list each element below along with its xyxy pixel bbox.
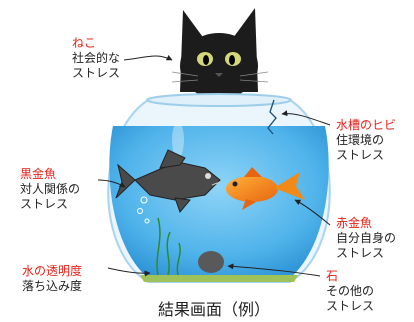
black-fish-label-line1: 対人関係の	[20, 182, 81, 196]
stone-label-line1: その他の	[326, 284, 375, 298]
red-fish-label-title: 赤金魚	[336, 216, 373, 230]
arrows	[97, 54, 331, 277]
cat-label-line1: 社会的な	[72, 51, 121, 65]
black-fish-label-line2: ストレス	[20, 197, 69, 211]
stone-label-title: 石	[326, 269, 339, 283]
crack-mark	[267, 99, 277, 135]
red-fish-label-line1: 自分自身の	[336, 231, 397, 245]
crack-label: 水槽のヒビ 住環境の ストレス	[336, 118, 396, 163]
crack-label-title: 水槽のヒビ	[336, 118, 397, 132]
sand	[140, 275, 298, 282]
red-fish-label: 赤金魚 自分自身の ストレス	[336, 216, 396, 261]
bubbles	[137, 196, 150, 224]
water-plants	[156, 217, 181, 276]
crack-label-line1: 住環境の	[336, 133, 385, 147]
cat-label: ねこ 社会的な ストレス	[72, 36, 120, 81]
red-fish-label-line2: ストレス	[336, 246, 385, 260]
stone-label: 石 その他の ストレス	[326, 269, 374, 314]
stone	[198, 251, 224, 273]
result-caption: 結果画面（例）	[158, 300, 271, 319]
black-fish-label-title: 黒金魚	[20, 167, 57, 181]
cat-label-title: ねこ	[72, 36, 97, 50]
bowl-rim	[146, 93, 292, 107]
black-fish	[115, 149, 221, 213]
water-label-line1: 落ち込み度	[22, 279, 83, 293]
water-label-title: 水の透明度	[22, 264, 83, 278]
black-fish-label: 黒金魚 対人関係の ストレス	[20, 167, 80, 212]
cat-illustration	[171, 8, 269, 99]
crack-label-line2: ストレス	[336, 148, 385, 162]
stone-label-line2: ストレス	[326, 299, 375, 313]
red-fish	[226, 167, 305, 210]
water-label: 水の透明度 落ち込み度	[22, 264, 82, 294]
cat-label-line2: ストレス	[72, 66, 121, 80]
